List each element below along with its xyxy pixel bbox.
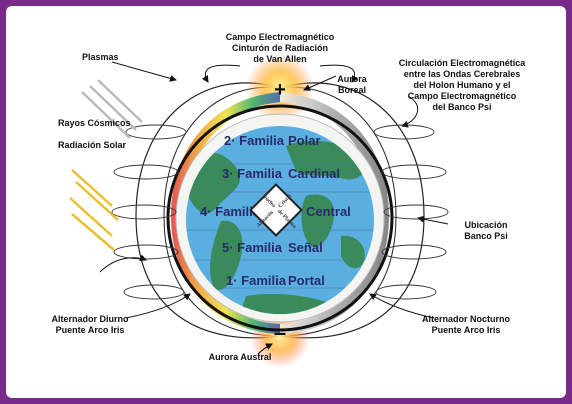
belt-ellipses [111, 124, 449, 300]
south-pole-sign: – [274, 320, 286, 345]
family-1-name: Portal [288, 273, 325, 288]
rayos-label: Rayos Cósmicos [58, 118, 131, 128]
alt-nocturno-line1: Alternador Nocturno [422, 314, 511, 324]
field-line-mid-right [279, 86, 397, 337]
circ-line1: Circulación Electromagnética [399, 58, 527, 68]
alt-diurno-line2: Puente Arco Iris [56, 325, 125, 335]
text-labels: Campo Electromagnético Cinturón de Radia… [51, 32, 526, 362]
inner-ring [166, 104, 394, 332]
north-pole-sign: + [274, 79, 286, 101]
circ-line5: del Banco Psi [432, 102, 491, 112]
alt-diurno-line1: Alternador Diurno [51, 314, 129, 324]
rainbow-band [171, 92, 280, 334]
ubicacion-line1: Ubicación [464, 220, 507, 230]
field-line-outer-left [135, 82, 281, 339]
label-pointers [99, 61, 449, 355]
family-4-num: 4· Familia [200, 204, 261, 219]
ubicacion-line2: Banco Psi [464, 231, 508, 241]
van-allen-diagram: 2· Familia Polar 3· Familia Cardinal 4· … [51, 32, 526, 368]
cosmic-rays [81, 79, 143, 139]
family-2-name: Polar [288, 133, 321, 148]
top-title-line1: Campo Electromagnético [226, 32, 335, 42]
family-labels: 2· Familia Polar 3· Familia Cardinal 4· … [200, 133, 351, 288]
circ-line2: entre las Ondas Cerebrales [404, 69, 521, 79]
aurora-boreal-line2: Boreal [338, 85, 366, 95]
family-2-num: 2· Familia [224, 133, 285, 148]
family-1-num: 1· Familia [226, 273, 287, 288]
plasmas-label: Plasmas [82, 52, 119, 62]
solar-radiation [69, 169, 119, 251]
north-pole-glow [246, 54, 314, 122]
circ-line4: Campo Electromagnético [408, 91, 517, 101]
family-5-name: Señal [288, 240, 323, 255]
field-line-mid-left [163, 86, 281, 337]
gray-band [280, 92, 389, 334]
family-4-name: Central [306, 204, 351, 219]
family-3-name: Cardinal [288, 166, 340, 181]
alt-nocturno-line2: Puente Arco Iris [432, 325, 501, 335]
family-5-num: 5· Familia [222, 240, 283, 255]
diagram-frame: 2· Familia Polar 3· Familia Cardinal 4· … [6, 6, 566, 398]
top-title-line2: Cinturón de Radiación [232, 43, 328, 53]
radiacion-label: Radiación Solar [58, 140, 127, 150]
core-diamond: Núcleo Cristal de Plasma Almacén [249, 183, 303, 237]
aurora-austral-label: Aurora Austral [209, 352, 272, 362]
top-title-line3: de Van Allen [253, 54, 306, 64]
circ-line3: del Holon Humano y el [413, 80, 510, 90]
family-3-num: 3· Familia [222, 166, 283, 181]
aurora-boreal-line1: Aurora [337, 74, 367, 84]
